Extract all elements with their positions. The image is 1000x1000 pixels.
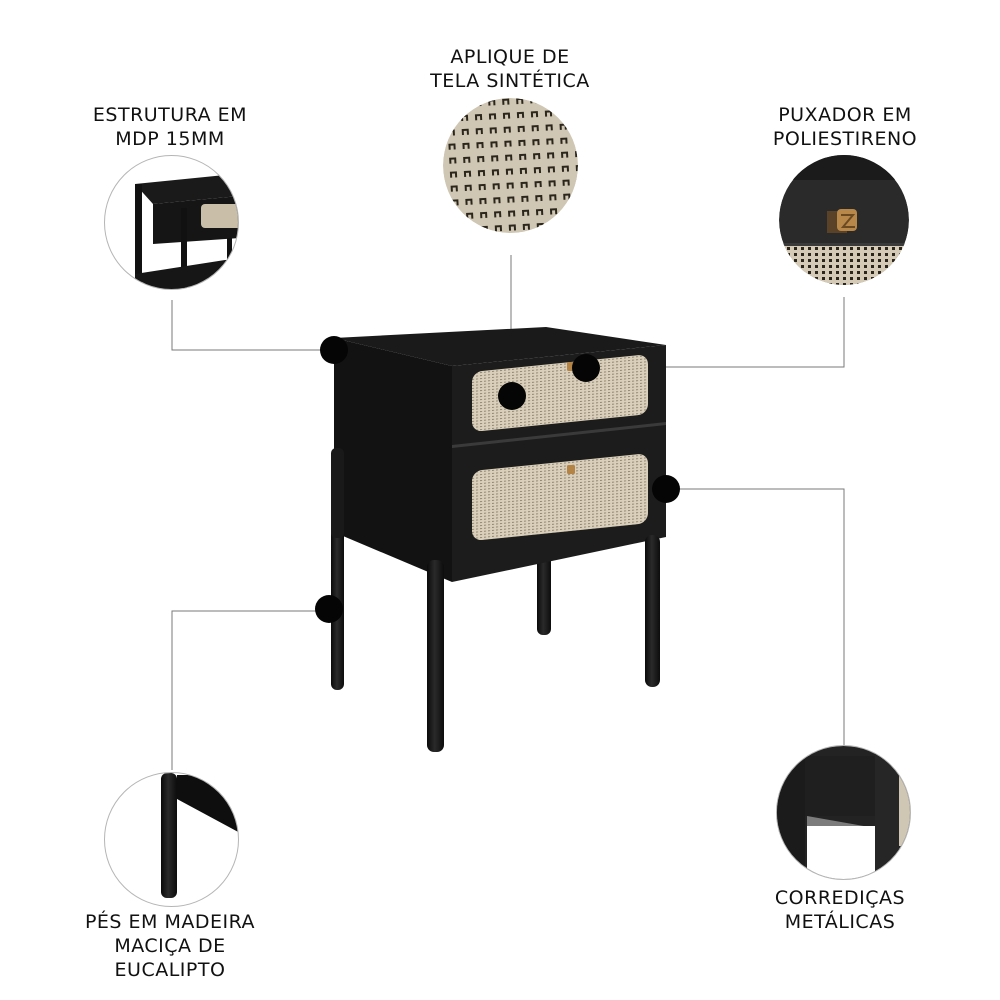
leader-line-corredicas bbox=[666, 488, 845, 752]
marker-puxador bbox=[572, 354, 600, 382]
cabinet-top bbox=[334, 327, 666, 366]
front-leg-left bbox=[427, 560, 444, 752]
label-corredicas: CORREDIÇAS METÁLICAS bbox=[774, 887, 906, 933]
detail-synthetic-cane bbox=[443, 98, 578, 233]
leader-lines bbox=[171, 255, 845, 770]
callout-markers bbox=[315, 336, 680, 623]
drawer-divider bbox=[452, 422, 666, 448]
leader-line-pes bbox=[171, 610, 329, 770]
marker-estrutura bbox=[320, 336, 348, 364]
cabinet-side bbox=[334, 338, 452, 582]
detail-solid-leg bbox=[104, 772, 239, 907]
leader-line-puxador bbox=[586, 297, 845, 368]
handle-bottom bbox=[567, 465, 575, 474]
detail-drawer-handle bbox=[779, 155, 909, 285]
marker-aplique bbox=[498, 382, 526, 410]
front-leg-right bbox=[645, 535, 660, 687]
marker-corredicas bbox=[652, 475, 680, 503]
cane-panel-bottom bbox=[472, 454, 648, 541]
detail-structure-corner bbox=[104, 155, 239, 290]
label-pes: PÉS EM MADEIRA MACIÇA DE EUCALIPTO bbox=[84, 911, 256, 981]
label-estrutura: ESTRUTURA EM MDP 15MM bbox=[92, 104, 248, 150]
label-aplique: APLIQUE DE TELA SINTÉTICA bbox=[430, 46, 590, 92]
cane-panel-top bbox=[472, 355, 648, 432]
leader-line-estrutura bbox=[171, 300, 334, 351]
back-leg-right bbox=[537, 555, 551, 635]
leg-sleeve-left bbox=[331, 448, 344, 538]
detail-metal-slide bbox=[776, 745, 911, 880]
marker-pes bbox=[315, 595, 343, 623]
label-puxador: PUXADOR EM POLIESTIRENO bbox=[772, 104, 918, 150]
